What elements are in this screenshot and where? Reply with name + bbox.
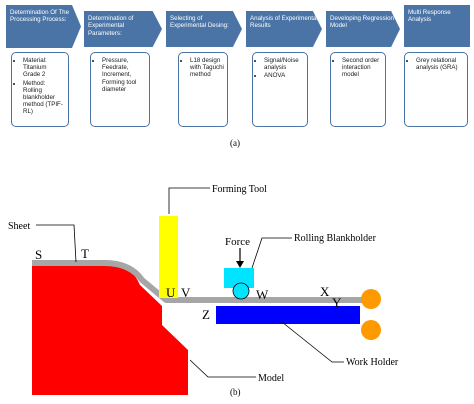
step-1-item-2: Method: Rolling blankholder method (TPIF… (23, 80, 65, 116)
step-4-header: Analysis of Experimental Results (246, 11, 322, 47)
model-label: Model (258, 373, 284, 384)
sheet-leader (36, 224, 77, 263)
work-holder-label: Work Holder (346, 357, 399, 368)
roller-bottom (361, 320, 381, 340)
step-1-title: Determination Of The Processing Process: (10, 9, 70, 24)
step-3-body: L18 design with Taguchi method (178, 52, 228, 127)
step-2-body: Pressure, Feedrate, Increment, Forming t… (90, 52, 150, 127)
work-holder-leader (281, 321, 344, 363)
rolling-blankholder (224, 268, 254, 288)
step-5-item-1: Second order interaction model (342, 57, 382, 79)
step-2-header: Determination of Experimental Parameters… (84, 11, 162, 47)
work-holder (216, 306, 360, 324)
model-leader (189, 359, 256, 378)
forming-tool-label: Forming Tool (212, 184, 267, 195)
step-4-title: Analysis of Experimental Results (250, 15, 318, 30)
step-1-header: Determination Of The Processing Process: (6, 5, 81, 48)
point-x: X (320, 284, 330, 299)
step-4-item-1: Signal/Noise analysis (264, 57, 304, 71)
model-block (32, 262, 188, 395)
step-1-body: Material: Titanium Grade 2 Method: Rolli… (11, 52, 69, 127)
forming-tool-leader (168, 187, 210, 214)
step-5-title: Developing Regression Model (330, 15, 394, 30)
point-z: Z (202, 307, 210, 322)
point-v: V (181, 285, 191, 300)
step-4-body: Signal/Noise analysis ANOVA (252, 52, 308, 127)
step-2-title: Determination of Experimental Parameters… (88, 15, 134, 37)
point-u: U (166, 285, 176, 300)
step-6-item-1: Grey relational analysis (GRA) (416, 57, 464, 71)
point-t: T (81, 246, 89, 261)
point-s: S (35, 247, 42, 262)
rolling-blankholder-label: Rolling Blankholder (294, 233, 377, 244)
point-w: W (256, 287, 269, 302)
caption-a: (a) (230, 138, 240, 148)
blankholder-roller (232, 282, 250, 300)
force-label: Force (225, 236, 250, 248)
force-arrowhead (236, 261, 244, 268)
step-5-body: Second order interaction model (330, 52, 386, 127)
step-6-body: Grey relational analysis (GRA) (404, 52, 468, 127)
sheet-label: Sheet (8, 221, 30, 232)
step-6-header: Multi Response Analysis (404, 5, 470, 47)
step-6-title: Multi Response Analysis (408, 9, 451, 24)
point-y: Y (332, 295, 342, 310)
step-3-header: Selecting of Experimental Desing: (166, 11, 242, 47)
sheet (32, 260, 362, 303)
step-4-item-2: ANOVA (264, 72, 304, 79)
roller-top (361, 289, 381, 309)
step-3-title: Selecting of Experimental Desing: (170, 15, 229, 30)
forming-tool (159, 216, 178, 298)
step-1-item-1: Material: Titanium Grade 2 (23, 57, 65, 79)
step-5-header: Developing Regression Model (326, 11, 400, 47)
rolling-blankholder-leader (251, 237, 292, 269)
caption-b: (b) (230, 387, 241, 397)
step-2-item-1: Pressure, Feedrate, Increment, Forming t… (102, 57, 146, 93)
step-3-item-1: L18 design with Taguchi method (190, 57, 224, 79)
